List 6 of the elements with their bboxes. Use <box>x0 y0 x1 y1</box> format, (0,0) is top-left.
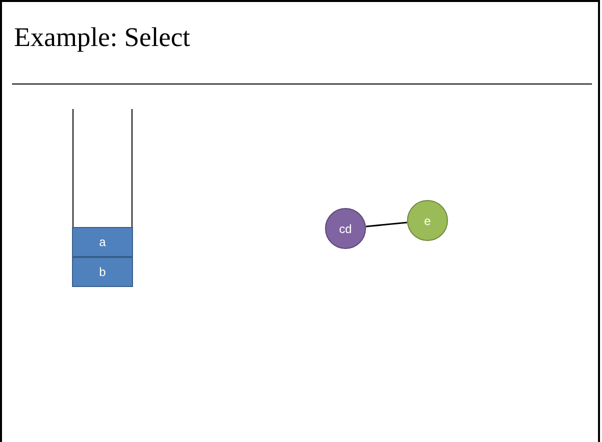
stack-item: a <box>72 227 133 257</box>
connector-line <box>366 222 408 228</box>
stack-item: b <box>72 257 133 287</box>
graph-vertex: cd <box>325 208 366 249</box>
slide-title: Example: Select <box>14 22 190 53</box>
graph-vertex: e <box>407 200 448 241</box>
